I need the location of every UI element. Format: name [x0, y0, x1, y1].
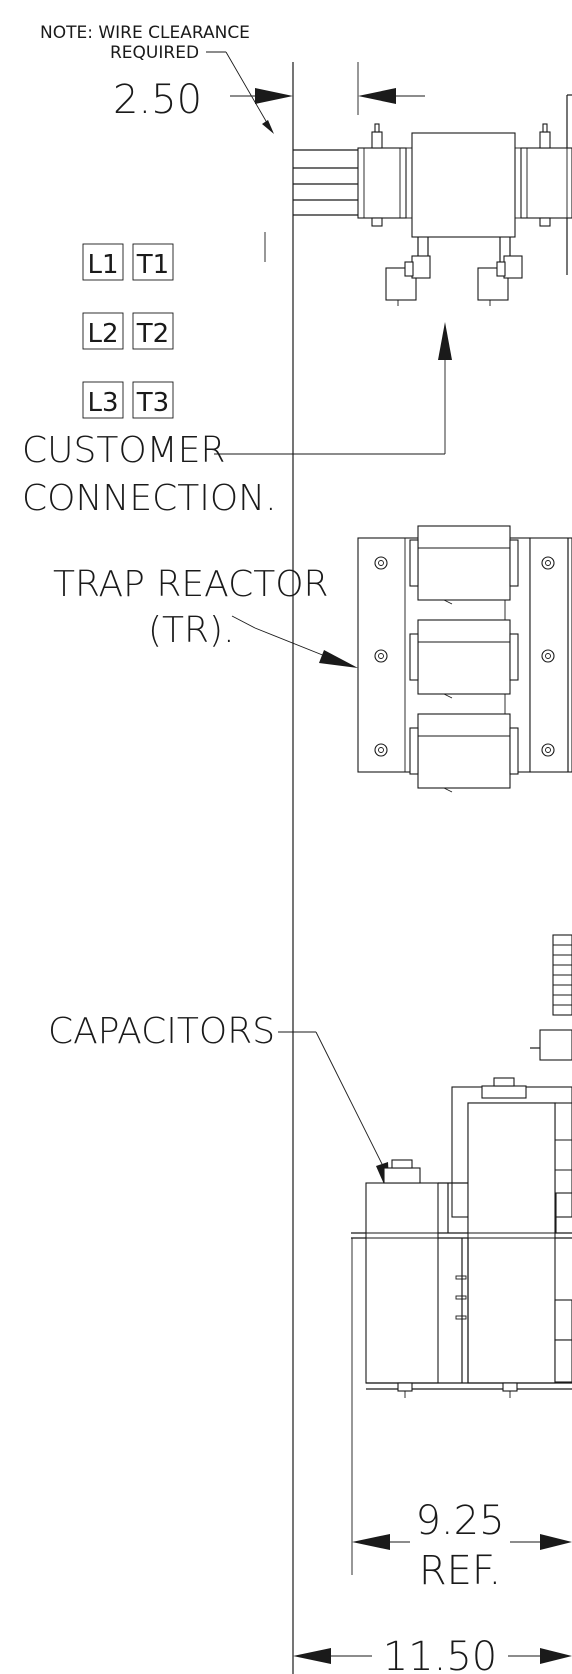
trap-leader-arrow — [319, 650, 358, 668]
clearance-arrow-left — [255, 88, 293, 104]
overall-dim-arrow-left — [293, 1648, 331, 1664]
terminal-box-l1 — [82, 243, 124, 281]
terminal-label-l2: L2 — [87, 319, 118, 349]
capacitors-label: CAPACITORS — [48, 1011, 275, 1052]
overall-dim-arrow-right — [540, 1648, 572, 1664]
ref-width-dimension: 9.25 — [415, 1498, 504, 1544]
ref-dim-arrow-left — [352, 1534, 390, 1550]
terminal-label-l1: L1 — [87, 250, 118, 280]
trap-reactor-drawing — [357, 525, 572, 793]
customer-connection-label-line2: CONNECTION. — [22, 478, 277, 519]
clearance-dimension: 2.50 — [113, 77, 202, 123]
terminal-box-t2 — [132, 312, 174, 350]
terminal-row-3: L3 T3 — [82, 381, 174, 419]
top-reactor-assembly — [293, 94, 572, 306]
terminal-label-l3: L3 — [87, 388, 118, 418]
trap-leader-2 — [254, 627, 331, 659]
terminal-label-t1: T1 — [136, 250, 169, 280]
terminal-box-l2 — [82, 312, 124, 350]
customer-connection-label-line1: CUSTOMER — [22, 430, 225, 471]
terminal-box-t1 — [132, 243, 174, 281]
note-leader — [225, 51, 271, 129]
terminal-box-l3 — [82, 381, 124, 419]
terminal-labels: L1 T1 L2 T2 L3 T3 — [82, 243, 174, 419]
capacitor-assembly — [351, 934, 572, 1575]
note-leader-arrow — [262, 120, 274, 134]
wire-clearance-note-line2: REQUIRED — [110, 43, 199, 63]
terminal-label-t3: T3 — [136, 388, 169, 418]
clearance-arrow-right — [358, 88, 396, 104]
terminal-label-t2: T2 — [136, 319, 169, 349]
customer-leader-arrow — [438, 322, 452, 360]
trap-leader-1 — [231, 615, 256, 629]
overall-width-dimension: 11.50 — [383, 1634, 498, 1674]
terminal-row-1: L1 T1 — [82, 243, 174, 281]
capacitors-leader — [315, 1031, 386, 1171]
ref-width-suffix: REF. — [419, 1548, 501, 1594]
trap-reactor-label-line2: (TR). — [148, 610, 235, 651]
terminal-row-2: L2 T2 — [82, 312, 174, 350]
wire-clearance-note-line1: NOTE: WIRE CLEARANCE — [40, 23, 250, 43]
trap-reactor-label-line1: TRAP REACTOR — [53, 564, 329, 605]
ref-dim-arrow-right — [540, 1534, 572, 1550]
terminal-box-t3 — [132, 381, 174, 419]
